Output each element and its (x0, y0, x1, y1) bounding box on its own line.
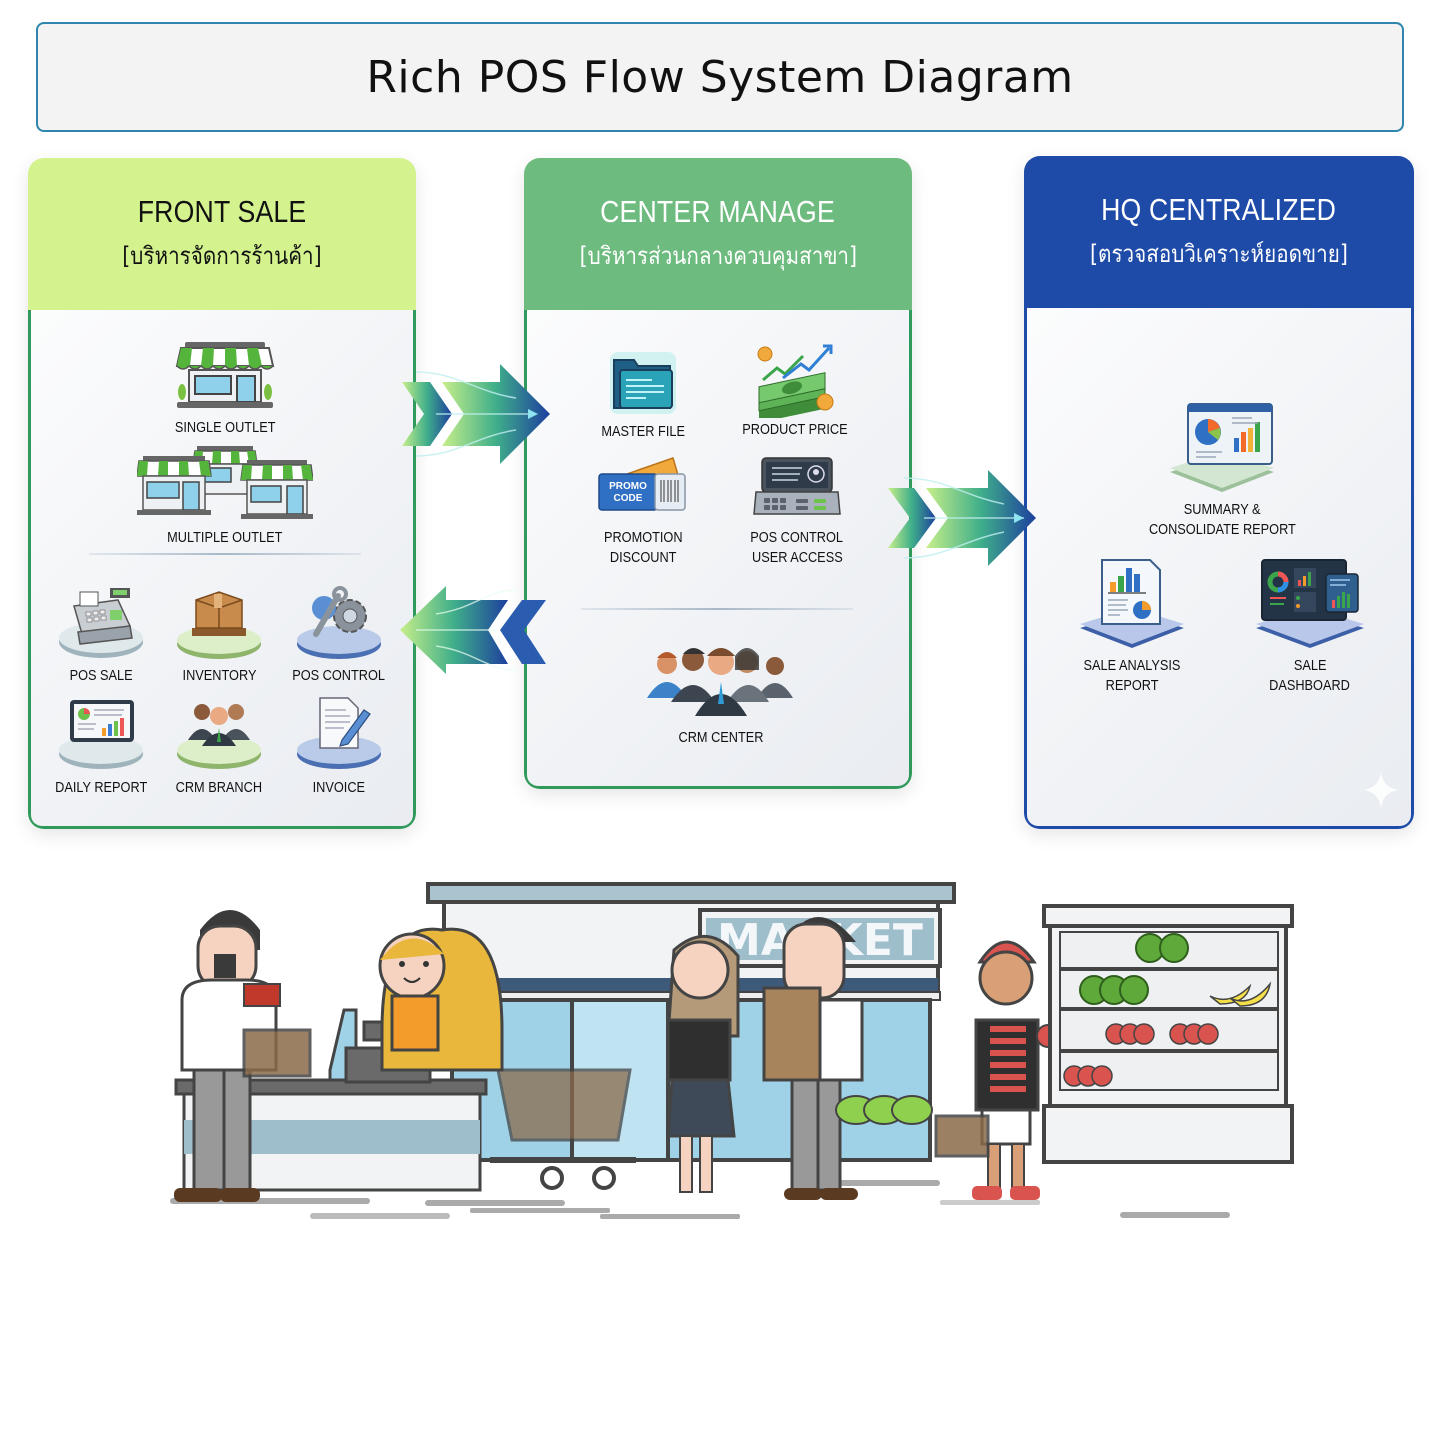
multiple-outlet-label: MULTIPLE OUTLET (167, 529, 283, 546)
module-pos-control-user-access[interactable]: POS CONTROL USER ACCESS (727, 456, 867, 568)
module-sale-dashboard-label-2: DASHBOARD (1269, 677, 1351, 694)
wrench-gear-icon (297, 586, 381, 659)
module-product-price[interactable]: PRODUCT PRICE (725, 344, 865, 440)
hq-centralized-header: HQ CENTRALIZED [ตรวจสอบวิเคราะห์ยอดขาย] (1024, 156, 1414, 308)
module-promotion-label-2: DISCOUNT (609, 549, 677, 566)
team-icon (647, 648, 793, 716)
money-stack-icon (757, 344, 834, 418)
module-pos-control[interactable]: POS CONTROL (289, 582, 389, 686)
module-invoice-label: INVOICE (312, 779, 366, 796)
front-sale-title: FRONT SALE (137, 193, 307, 229)
diagram-title: Rich POS Flow System Diagram (366, 51, 1074, 103)
module-sale-analysis-label-1: SALE ANALYSIS (1083, 657, 1181, 674)
sparkle-icon (1363, 772, 1399, 808)
module-summary-label-2: CONSOLIDATE REPORT (1148, 521, 1296, 538)
front-sale-divider (89, 553, 361, 555)
customer-boy-with-apple (934, 940, 1060, 1200)
box-on-pallet-icon (177, 591, 261, 659)
single-outlet-label: SINGLE OUTLET (174, 419, 276, 436)
module-pos-control-label-2: USER ACCESS (751, 549, 843, 566)
folder-icon (610, 352, 676, 414)
dashboard-screen-icon (1256, 559, 1364, 648)
module-promotion-label-1: PROMOTION (603, 529, 683, 546)
center-manage-title: CENTER MANAGE (600, 193, 836, 229)
flow-arrow-center-to-hq (888, 470, 1036, 566)
front-sale-panel: FRONT SALE [บริหารจัดการร้านค้า] SINGLE … (28, 158, 416, 829)
storefront-icon (175, 342, 275, 408)
analysis-document-icon (1080, 559, 1184, 648)
title-box: Rich POS Flow System Diagram (36, 22, 1404, 132)
module-sale-analysis-report[interactable]: SALE ANALYSIS REPORT (1057, 556, 1207, 696)
module-invoice[interactable]: INVOICE (289, 694, 389, 798)
promo-ticket-icon: PROMO CODE (598, 457, 686, 511)
module-master-file[interactable]: MASTER FILE (583, 350, 703, 442)
multiple-outlet-item[interactable]: MULTIPLE OUTLET (135, 446, 315, 548)
module-sale-analysis-label-2: REPORT (1105, 677, 1159, 694)
module-crm-center-label: CRM CENTER (678, 729, 764, 746)
module-inventory[interactable]: INVENTORY (171, 582, 267, 686)
hq-centralized-subtitle: [ตรวจสอบวิเคราะห์ยอดขาย] (1090, 239, 1348, 268)
code-text: CODE (614, 493, 643, 504)
module-pos-control-label-1: POS CONTROL (750, 529, 844, 546)
module-daily-report[interactable]: DAILY REPORT (49, 694, 153, 798)
module-master-file-label: MASTER FILE (601, 423, 685, 440)
hq-centralized-panel: HQ CENTRALIZED [ตรวจสอบวิเคราะห์ยอดขาย] … (1024, 156, 1414, 829)
cash-register-icon (59, 588, 143, 658)
module-inventory-label: INVENTORY (182, 667, 256, 684)
module-crm-branch-label: CRM BRANCH (175, 779, 263, 796)
pos-terminal-icon (753, 457, 841, 515)
module-pos-sale-label: POS SALE (69, 667, 133, 684)
vegetables-display (835, 1095, 933, 1125)
customer-man-with-bag (762, 917, 864, 1200)
module-crm-branch[interactable]: CRM BRANCH (171, 694, 267, 798)
front-sale-body: SINGLE OUTLET (28, 310, 416, 829)
single-outlet-item[interactable]: SINGLE OUTLET (165, 340, 285, 438)
module-daily-report-label: DAILY REPORT (54, 779, 148, 796)
module-product-price-label: PRODUCT PRICE (742, 421, 848, 438)
tablet-chart-icon (59, 700, 143, 769)
multiple-storefronts-icon (137, 446, 313, 519)
front-sale-header: FRONT SALE [บริหารจัดการร้านค้า] (28, 158, 416, 310)
module-sale-dashboard-label-1: SALE (1293, 657, 1327, 674)
center-manage-header: CENTER MANAGE [บริหารส่วนกลางควบคุมสาขา] (524, 158, 912, 310)
supermarket-illustration: MARKET (170, 882, 1294, 1219)
hq-centralized-title: HQ CENTRALIZED (1101, 191, 1337, 227)
front-sale-subtitle: [บริหารจัดการร้านค้า] (122, 241, 322, 270)
hq-centralized-body: SUMMARY & CONSOLIDATE REPORT SALE ANALYS… (1024, 308, 1414, 829)
module-sale-dashboard[interactable]: SALE DASHBOARD (1235, 556, 1385, 696)
flow-arrow-center-to-front (400, 586, 546, 674)
module-summary-consolidate-report[interactable]: SUMMARY & CONSOLIDATE REPORT (1127, 400, 1317, 540)
report-window-icon (1170, 403, 1274, 492)
customer-man-with-card (174, 910, 312, 1202)
module-pos-sale[interactable]: POS SALE (53, 582, 149, 686)
center-manage-subtitle: [บริหารส่วนกลางควบคุมสาขา] (579, 241, 857, 270)
produce-fridge (1042, 904, 1294, 1164)
customer-woman-with-cart (490, 935, 740, 1193)
module-promotion-discount[interactable]: PROMO CODE PROMOTION DISCOUNT (583, 456, 703, 568)
module-crm-center[interactable]: CRM CENTER (641, 642, 801, 748)
center-manage-panel: CENTER MANAGE [บริหารส่วนกลางควบคุมสาขา]… (524, 158, 912, 789)
module-pos-control-label: POS CONTROL (292, 667, 386, 684)
people-group-icon (177, 704, 261, 769)
module-summary-label-1: SUMMARY & (1183, 501, 1261, 518)
promo-text: PROMO (609, 481, 647, 492)
center-manage-divider (581, 608, 853, 610)
flow-arrow-front-to-center (402, 364, 550, 464)
center-manage-body: MASTER FILE PRODUCT PRICE (524, 310, 912, 789)
cashier-person (378, 927, 504, 1072)
document-pen-icon (297, 697, 381, 769)
